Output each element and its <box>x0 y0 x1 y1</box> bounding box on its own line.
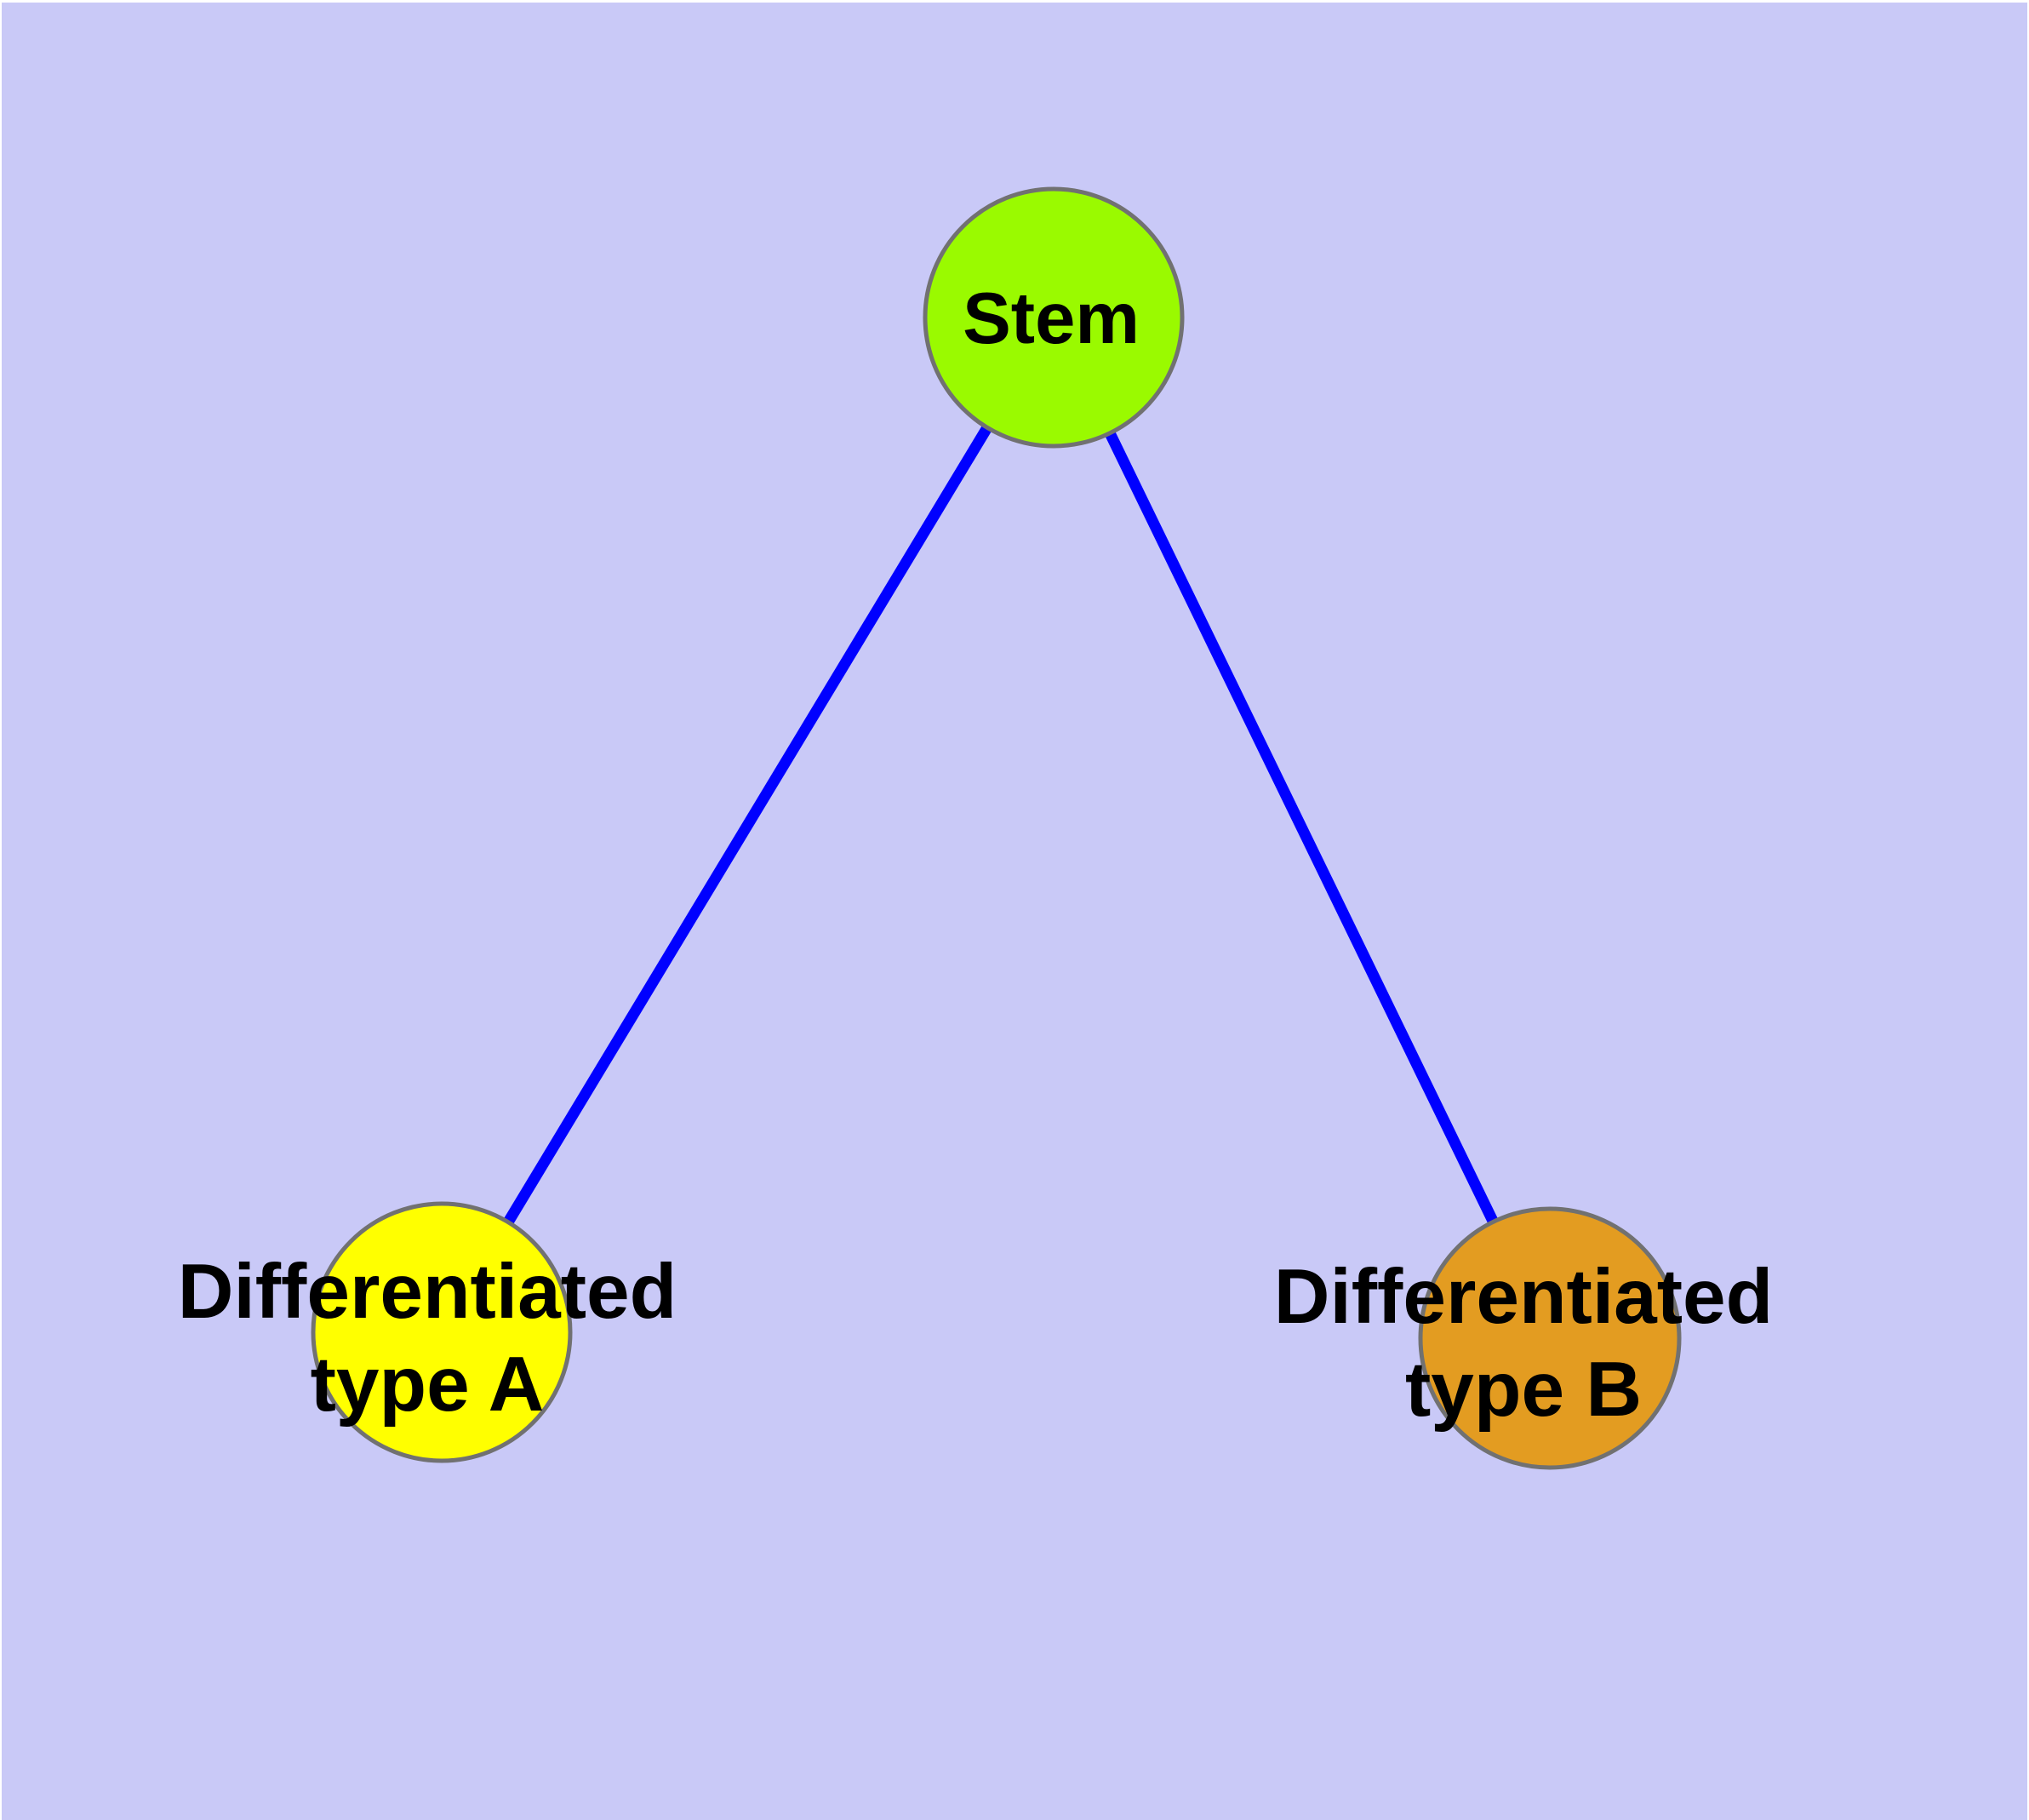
node-type-b-label-line2: type B <box>1405 1347 1642 1433</box>
node-type-a-circle <box>311 1201 573 1463</box>
node-type-a-label-line1: Differentiated <box>178 1249 677 1335</box>
node-stem-circle <box>923 186 1185 449</box>
node-type-b-label-line1: Differentiated <box>1274 1254 1774 1340</box>
edge-stem-to-type-a <box>437 314 1059 1336</box>
node-type-a-label-line2: type A <box>311 1342 545 1428</box>
edge-stem-to-type-b <box>1049 315 1555 1341</box>
node-stem-label: Stem <box>963 278 1140 359</box>
node-type-b-circle <box>1418 1206 1682 1470</box>
